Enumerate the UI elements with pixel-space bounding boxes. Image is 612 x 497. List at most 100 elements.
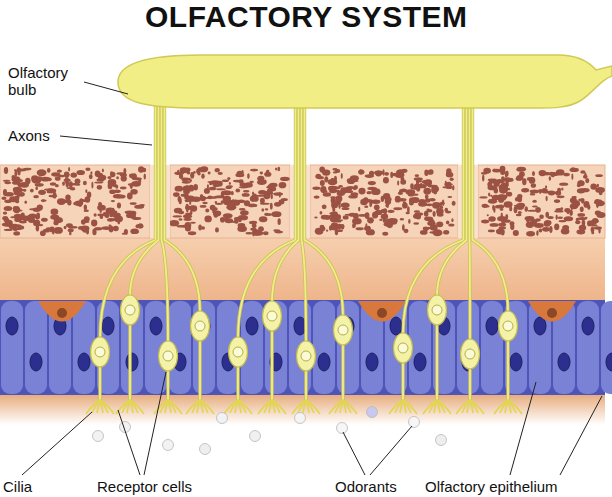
bone-pore [40, 230, 46, 236]
bone-pore [57, 170, 62, 173]
bone-pore [516, 214, 522, 217]
bone-pore [341, 173, 343, 179]
leader-line [370, 426, 412, 475]
bone-pore [538, 189, 543, 192]
bone-pore [494, 188, 498, 193]
bone-pore [580, 206, 584, 212]
bone-pore [185, 226, 191, 232]
bone-pore [343, 215, 349, 219]
axon [130, 104, 159, 296]
bone-pore [573, 200, 580, 207]
bone-pore [443, 230, 449, 235]
bone-pore [175, 186, 184, 192]
bone-pore [481, 220, 489, 224]
bone-pore [109, 190, 115, 195]
bone-pore [244, 182, 252, 188]
supporting-cell [25, 301, 47, 394]
bone-pore [19, 215, 28, 220]
bone-pore [561, 228, 570, 235]
cilium [86, 400, 100, 414]
bone-pore [543, 191, 552, 194]
bone-pore [358, 170, 364, 175]
odorant-molecule [217, 413, 228, 424]
bone-pore [87, 191, 91, 198]
cilium [456, 400, 470, 414]
cilium [505, 400, 508, 413]
bone-pore [273, 229, 279, 231]
bone-pore [70, 172, 77, 177]
bone-pore [364, 205, 368, 207]
bone-pore [201, 174, 205, 179]
bone-pore [38, 190, 46, 195]
bone-pore [130, 228, 138, 234]
bone-pore [599, 191, 603, 195]
bone-pore [115, 185, 118, 189]
bone-pore [273, 192, 283, 196]
bone-pore [544, 228, 546, 231]
leader-line [22, 412, 92, 475]
bone-pore [488, 192, 490, 196]
bone-pore [385, 198, 391, 205]
bone-pore [554, 210, 563, 212]
supporting-nucleus [366, 353, 378, 371]
cilium [127, 400, 130, 413]
bone-pore [37, 204, 43, 210]
bone-pore [371, 200, 381, 205]
bone-pore [448, 223, 454, 226]
bone-pore [4, 229, 13, 231]
bone-pore [209, 187, 217, 191]
bone-pore [11, 175, 15, 179]
bone-pore [223, 213, 233, 218]
bone-pore [321, 226, 326, 231]
bone-pore [368, 226, 370, 229]
basal-nucleus [547, 308, 557, 318]
bone-pore [224, 218, 233, 223]
olfactory-bulb-shape [118, 55, 612, 108]
bone-pore [334, 179, 336, 184]
cilium [400, 400, 403, 413]
dendrite-outline [128, 324, 131, 400]
bone-pore [436, 221, 443, 227]
bone-pore [554, 199, 560, 203]
bone-pore [136, 224, 144, 228]
bone-pore [207, 184, 209, 189]
bone-pore [41, 218, 48, 222]
cilium [186, 400, 200, 414]
bone-pore [530, 193, 536, 195]
bone-pore [384, 222, 393, 227]
bone-pore [490, 223, 499, 227]
bone-pore [227, 177, 230, 180]
bone-pore [183, 214, 192, 218]
cilium [122, 400, 130, 413]
bone-pore [331, 201, 338, 208]
bone-pore [38, 224, 43, 226]
dendrite [237, 366, 239, 400]
bone-pore [525, 216, 535, 221]
bone-pore [365, 223, 367, 228]
bone-pore [383, 177, 389, 183]
bone-pore [259, 216, 267, 222]
bone-pore [371, 188, 380, 195]
bone-pore [190, 179, 192, 182]
cilium [335, 400, 343, 413]
bone-pore [400, 179, 406, 184]
bone-pore [98, 202, 102, 207]
part-label: Olfactory epithelium [425, 478, 558, 495]
cilium [403, 400, 417, 414]
bone-pore [559, 183, 568, 186]
part-label: Olfactory bulb [8, 64, 84, 98]
axon [238, 104, 296, 338]
cilium [434, 400, 437, 413]
bone-pore [9, 196, 18, 202]
bone-pore [190, 172, 194, 179]
odorant-molecule [337, 423, 348, 434]
bone-pore [485, 205, 489, 207]
supporting-nucleus [126, 353, 138, 371]
bone-pore [62, 181, 65, 185]
cilium [462, 400, 470, 413]
bone-pore [587, 205, 590, 210]
bone-pore [557, 195, 565, 198]
bone-pore [366, 191, 371, 194]
bone-pore [451, 218, 453, 222]
bone-pore [133, 177, 142, 180]
